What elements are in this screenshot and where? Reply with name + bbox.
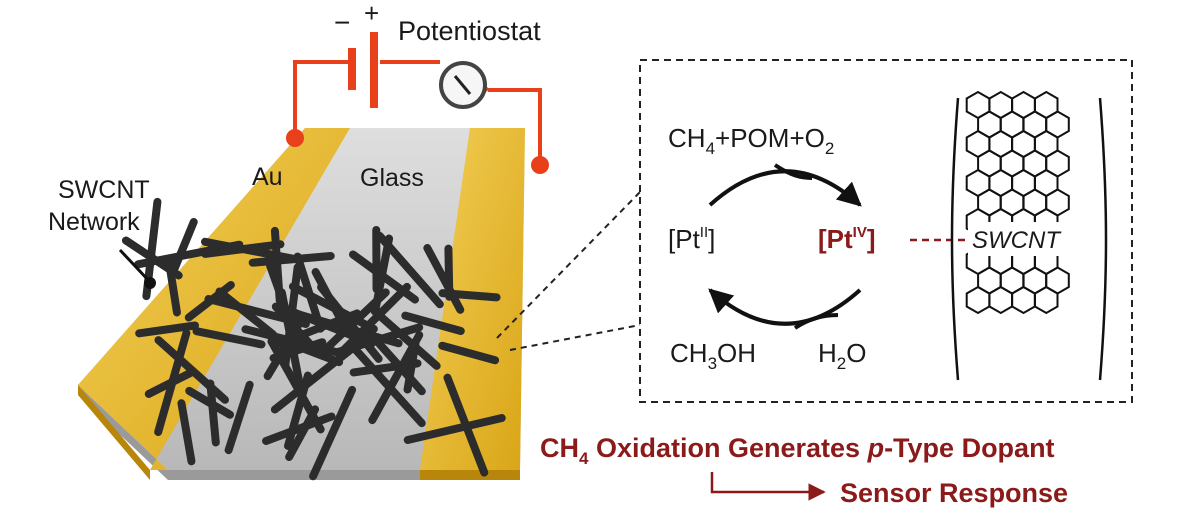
nanotube-rod bbox=[269, 338, 327, 363]
wire-left bbox=[293, 60, 350, 138]
response-arrow bbox=[710, 472, 826, 501]
nanotube-rod bbox=[215, 287, 277, 339]
water-label: H2O bbox=[818, 338, 866, 373]
nanotube-rod bbox=[293, 252, 325, 333]
methanol-label: CH3OH bbox=[670, 338, 756, 373]
scheme-box bbox=[639, 59, 1133, 403]
nanotube-rod bbox=[206, 379, 220, 447]
swcnt-label: SWCNT bbox=[972, 227, 1062, 254]
potentiostat-label: Potentiostat bbox=[398, 16, 541, 46]
nanotube-rod bbox=[265, 261, 290, 314]
nanotube-rod bbox=[121, 236, 183, 280]
nanotube-rod bbox=[401, 311, 465, 335]
battery-negative-plate bbox=[348, 48, 356, 90]
nanotube-outline bbox=[950, 97, 1108, 381]
reactants-label: CH4+POM+O2 bbox=[668, 123, 834, 158]
caption-line2: Sensor Response bbox=[840, 478, 1068, 508]
nanotube-rod bbox=[177, 399, 196, 466]
lattice-hexagon bbox=[965, 285, 991, 315]
nanotube-rod bbox=[443, 373, 489, 477]
pt2-label: [PtII] bbox=[668, 224, 715, 254]
glass-label: Glass bbox=[360, 164, 424, 192]
right-contact bbox=[531, 156, 549, 174]
au-label: Au bbox=[252, 163, 283, 191]
nanotube-rod bbox=[192, 327, 266, 349]
nanotube-rod bbox=[373, 337, 426, 396]
nanotube-rod bbox=[370, 307, 441, 370]
nanotube-rod bbox=[224, 380, 254, 455]
nanotube-rod bbox=[184, 280, 235, 322]
nanotube-rod bbox=[270, 343, 358, 414]
nanotube-rod bbox=[311, 267, 348, 329]
zoom-line-bottom bbox=[509, 324, 641, 351]
zoom-line-top bbox=[496, 191, 641, 339]
swcnt-nanotube-icon bbox=[950, 90, 1108, 381]
pt4-label: [PtIV] bbox=[818, 224, 876, 254]
catalytic-scheme: CH4+POM+O2 [PtII] [PtIV] CH3OH H2O SWCNT bbox=[639, 59, 1133, 403]
forward-arrow bbox=[708, 169, 862, 207]
nanotube-rod bbox=[403, 413, 506, 444]
nanotube-rod bbox=[320, 288, 390, 355]
nanotube-rod bbox=[375, 231, 444, 309]
minus-sign: − bbox=[334, 7, 350, 38]
caption-line1: CH4 Oxidation Generates p-Type Dopant bbox=[540, 433, 1055, 468]
nanotube-rod bbox=[154, 329, 191, 437]
nanotube-rod bbox=[170, 217, 198, 273]
lattice-hexagon bbox=[988, 285, 1013, 315]
nanotube-rod bbox=[423, 243, 465, 314]
nanotube-rod bbox=[337, 282, 411, 356]
nanotube-rod bbox=[348, 250, 419, 304]
left-contact bbox=[286, 129, 304, 147]
network-label-line1: SWCNT bbox=[58, 176, 150, 204]
nanotube-rod bbox=[438, 341, 500, 365]
lattice-hexagon bbox=[1034, 285, 1059, 315]
nanotube-rod bbox=[135, 321, 200, 338]
plus-sign: + bbox=[364, 0, 379, 28]
nanotube-rod bbox=[185, 386, 235, 419]
nanotube-rod bbox=[285, 405, 320, 462]
lattice-hexagon bbox=[1011, 285, 1036, 315]
sensor-device: Potentiostat − + Au Glass SWCNT Network bbox=[48, 0, 549, 481]
wire-right bbox=[488, 88, 542, 165]
nanotube-rod bbox=[368, 331, 424, 425]
nanotube-rod bbox=[200, 237, 297, 263]
return-arrow bbox=[708, 288, 862, 326]
network-label-line2: Network bbox=[48, 208, 140, 236]
battery-positive-plate bbox=[370, 32, 378, 108]
nanotube-rod bbox=[262, 412, 336, 446]
nanotube-rod bbox=[309, 385, 357, 481]
